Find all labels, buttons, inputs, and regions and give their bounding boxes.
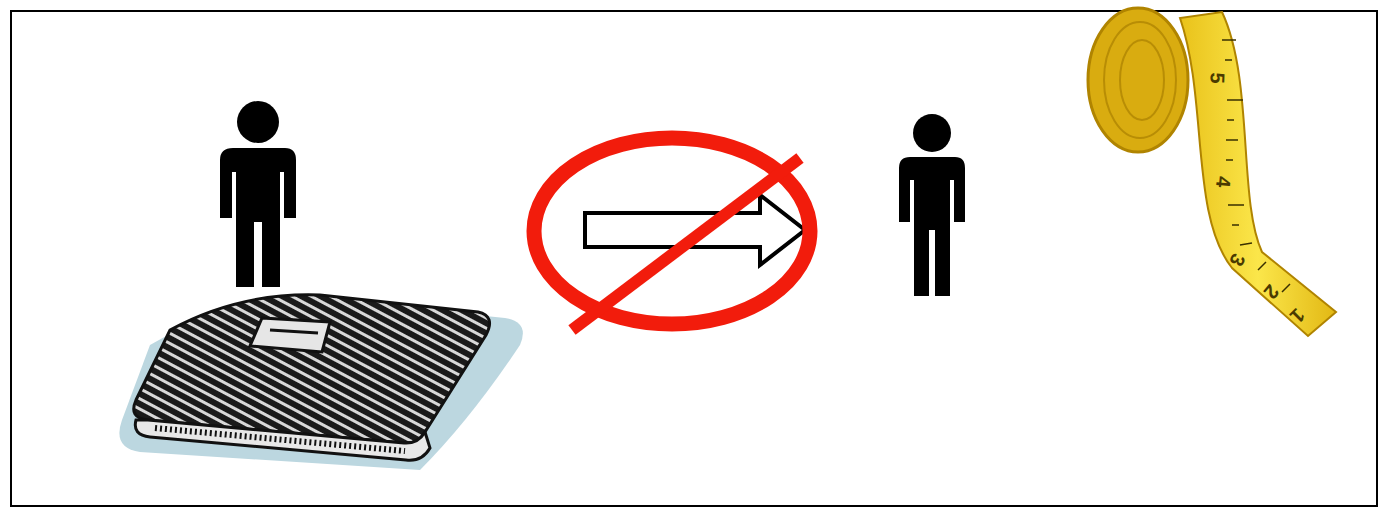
no-implication-symbol — [534, 138, 810, 330]
tape-number: 4 — [1214, 176, 1235, 189]
measuring-tape — [1088, 8, 1336, 336]
person-icon — [220, 101, 296, 287]
tape-number: 5 — [1208, 72, 1228, 84]
tape-number: 2 — [1261, 281, 1283, 302]
tape-number: 3 — [1227, 251, 1250, 270]
tape-number: 1 — [1287, 305, 1309, 327]
bathroom-scale — [119, 295, 522, 470]
person-icon — [899, 114, 965, 296]
